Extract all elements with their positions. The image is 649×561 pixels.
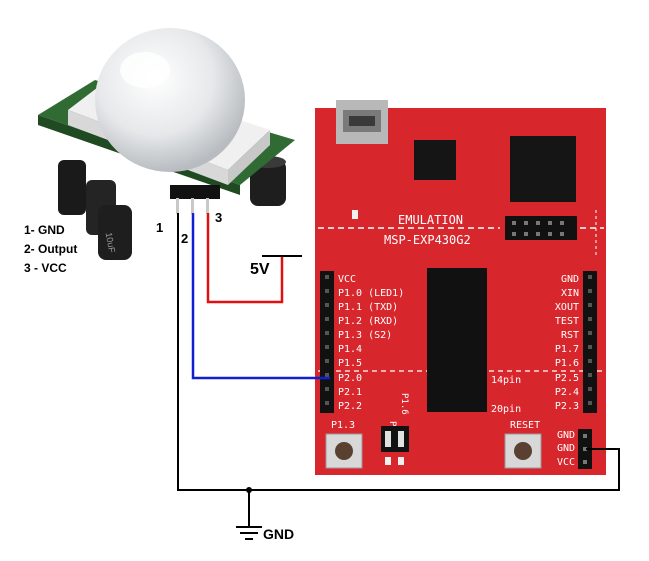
left-pin-label: P2.0 [338,373,362,384]
led-jumpers [381,426,409,465]
pin20-label: 20pin [491,404,521,415]
mcu-chip [427,268,487,412]
reset-button-label: RESET [510,420,540,431]
right-pin-header [583,271,597,413]
usb-connector [336,100,388,144]
power-header-gnd-2: GND [557,443,575,454]
pin14-label: 14pin [491,375,521,386]
sensor-pin-3-label: 3 [215,210,222,225]
sensor-header [170,185,220,214]
ground-label: GND [263,526,294,542]
emulation-label: EMULATION [398,213,463,227]
left-pin-label: P1.0 (LED1) [338,288,404,299]
pin-legend-output: 2- Output [24,242,77,256]
power-header-vcc: VCC [557,457,575,468]
right-pin-label: XIN [561,288,579,299]
left-pin-label: P1.1 (TXD) [338,302,398,313]
right-pin-label: RST [561,330,579,341]
signal-wire [191,213,330,380]
sensor-pin-2-label: 2 [181,231,188,246]
launchpad-board: EMULATION MSP-EXP430G2 14pin 20pin VCC P… [315,100,606,475]
jumper-p16-label: P1.6 [399,393,409,415]
ground-wire [177,213,620,491]
right-pin-label: P2.3 [555,401,579,412]
emulation-chip-large [510,136,576,202]
power-header-gnd-1: GND [557,430,575,441]
power-header [578,429,592,469]
p13-button[interactable] [325,433,363,469]
reset-button[interactable] [504,433,542,469]
emulation-chip-small [414,140,456,180]
emulation-jumper-block [505,216,577,240]
board-name-label: MSP-EXP430G2 [384,233,471,247]
ground-symbol [236,526,262,540]
left-pin-label: P1.4 [338,344,362,355]
svg-text:10uF: 10uF [104,232,117,254]
capacitor-left: 10uF [58,160,132,260]
sensor-pin-1-label: 1 [156,220,163,235]
right-pin-label: GND [561,274,579,285]
pin-legend-gnd: 1- GND [24,223,65,237]
pin-legend-vcc: 3 - VCC [24,261,67,275]
right-pin-label: P2.5 [555,373,579,384]
right-pin-label: P1.6 [555,358,579,369]
small-smd [352,210,358,219]
left-pin-label: P1.2 (RXD) [338,316,398,327]
left-pin-label: P1.5 [338,358,362,369]
right-pin-label: P1.7 [555,344,579,355]
right-pin-label: TEST [555,316,579,327]
left-pin-label: P2.2 [338,401,362,412]
pir-sensor: 10uF [38,28,295,260]
supply-label: 5V [250,261,270,278]
left-pin-label: P2.1 [338,387,362,398]
right-pin-label: XOUT [555,302,579,313]
left-pin-label: VCC [338,274,356,285]
right-pin-label: P2.4 [555,387,579,398]
fresnel-dome [95,28,245,172]
left-pin-label: P1.3 (S2) [338,330,392,341]
vcc-wire [206,213,284,304]
p13-button-label: P1.3 [331,420,355,431]
